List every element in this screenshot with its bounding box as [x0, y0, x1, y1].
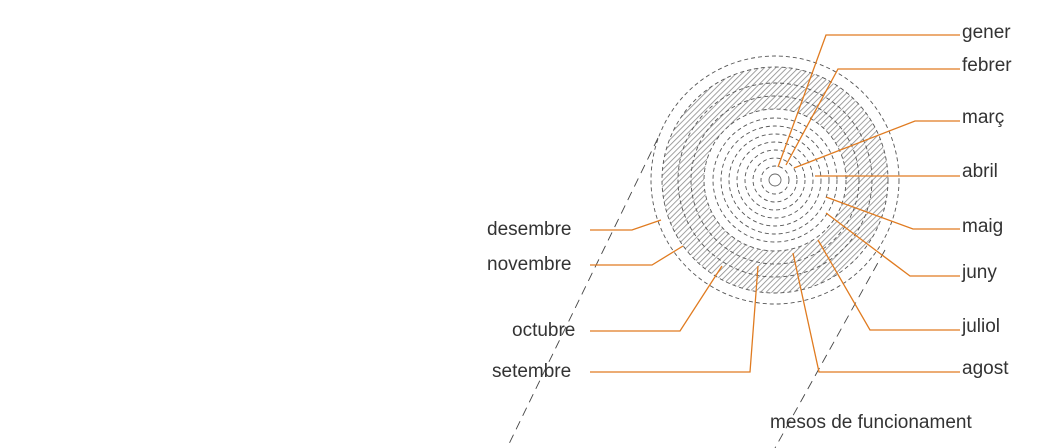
label-gener: gener	[962, 22, 1011, 43]
label-agost: agost	[962, 358, 1009, 379]
label-novembre: novembre	[487, 254, 572, 275]
projection-line-left	[506, 137, 659, 448]
ring-4	[744, 149, 806, 211]
leader-febrer	[785, 68, 960, 166]
ring-5	[736, 141, 814, 219]
label-octubre: octubre	[512, 320, 575, 341]
caption: mesos de funcionament	[770, 412, 972, 433]
ring-10	[690, 95, 860, 265]
leader-juny	[825, 212, 960, 277]
month-labels-right: gener febrer març abril maig juny juliol…	[961, 22, 1012, 379]
projection-line-right	[774, 249, 886, 448]
ring-11	[677, 82, 873, 278]
label-setembre: setembre	[492, 361, 571, 382]
leader-gener	[777, 34, 960, 168]
month-labels-left: desembre novembre octubre setembre	[487, 219, 575, 382]
ring-12	[661, 66, 889, 294]
ring-3	[752, 157, 798, 203]
hatched-operating-ring	[662, 67, 888, 293]
label-juliol: juliol	[961, 316, 1000, 337]
ring-2	[760, 165, 790, 195]
leader-agost	[792, 252, 960, 373]
leader-octubre	[590, 265, 723, 332]
ring-13	[650, 55, 900, 305]
leader-novembre	[590, 245, 684, 266]
ring-7	[720, 125, 830, 235]
leader-juliol	[817, 239, 960, 331]
ring-8	[712, 117, 838, 243]
leader-setembre	[590, 265, 759, 373]
ring-1	[768, 173, 782, 187]
leader-desembre	[590, 219, 662, 231]
label-febrer: febrer	[962, 55, 1012, 76]
ring-6	[728, 133, 822, 227]
label-desembre: desembre	[487, 219, 572, 240]
leader-marc	[793, 120, 960, 169]
label-abril: abril	[962, 161, 998, 182]
label-maig: maig	[962, 216, 1003, 237]
label-marc: març	[962, 107, 1004, 128]
concentric-rings	[650, 55, 900, 305]
leader-maig	[825, 196, 960, 230]
leader-lines	[590, 34, 960, 373]
label-juny: juny	[961, 262, 997, 283]
ring-9	[703, 108, 847, 252]
